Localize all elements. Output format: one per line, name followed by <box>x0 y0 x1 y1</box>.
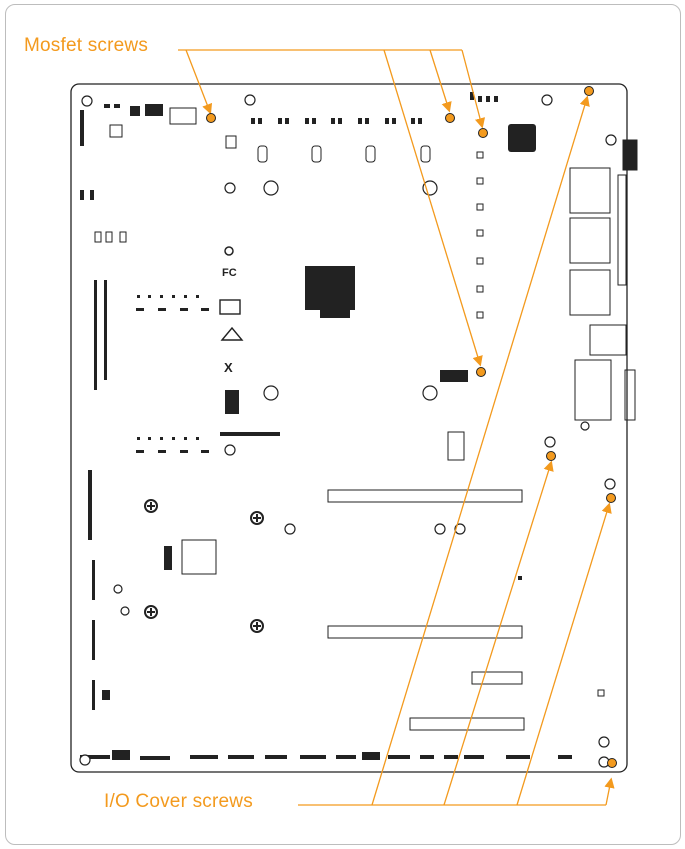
io-screw-1 <box>584 86 594 96</box>
io-leader-lines <box>298 95 615 806</box>
components <box>80 92 605 760</box>
figure-frame <box>5 4 681 845</box>
io-screw-3 <box>606 493 616 503</box>
mosfet-screw-1 <box>206 113 216 123</box>
mounting-holes <box>79 94 617 768</box>
mosfet-screw-2 <box>445 113 455 123</box>
io-screw-2 <box>546 451 556 461</box>
mosfet-screw-4 <box>476 367 486 377</box>
rear-io-connectors <box>569 139 638 421</box>
board-markings: FC X <box>222 246 237 375</box>
mosfet-screws-label: Mosfet screws <box>24 35 149 56</box>
mosfet-leader-lines <box>178 49 486 367</box>
svg-text:X: X <box>224 360 233 375</box>
io-cover-screws-label: I/O Cover screws <box>104 791 253 812</box>
motherboard-outline <box>70 83 628 773</box>
svg-text:FC: FC <box>222 267 237 279</box>
mosfet-screw-3 <box>478 128 488 138</box>
io-cover-screws <box>546 86 617 768</box>
io-screw-4 <box>607 758 617 768</box>
screw-heads <box>144 499 264 633</box>
mosfet-screws <box>206 113 488 377</box>
